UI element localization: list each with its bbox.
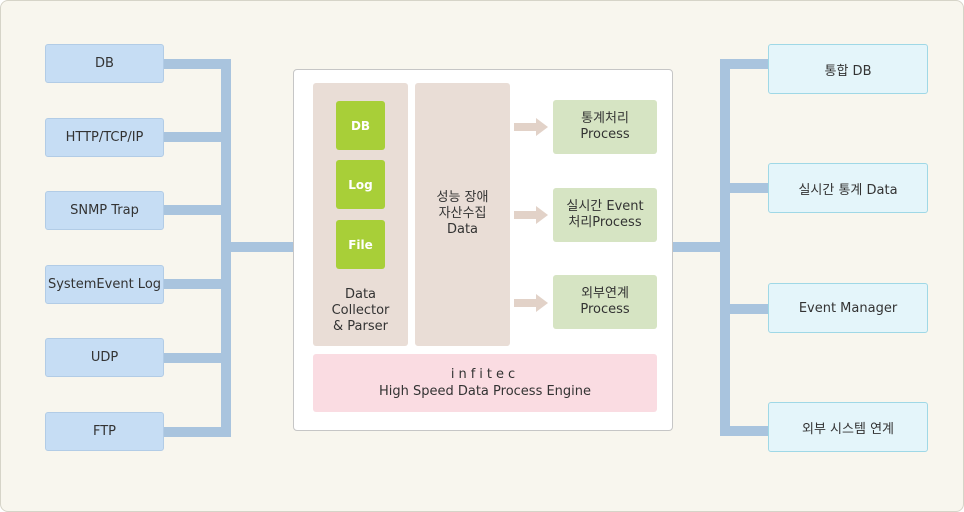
collector-item-log: Log [336, 160, 385, 209]
source-udp: UDP [45, 338, 164, 377]
left-connector-stub-snmp [164, 205, 231, 215]
source-ftp: FTP [45, 412, 164, 451]
left-connector-stub-udp [164, 353, 231, 363]
right-connector-from-engine [673, 242, 730, 252]
right-connector-trunk [720, 59, 730, 436]
middle-panel [415, 83, 510, 346]
process-statistics: 통계처리 Process [553, 100, 657, 154]
brand-label: infitec [450, 367, 520, 382]
left-connector-stub-http [164, 132, 231, 142]
collector-item-db: DB [336, 101, 385, 150]
collector-label: Data Collector & Parser [331, 287, 390, 334]
collector-item-file: File [336, 220, 385, 269]
source-systemevent-log: SystemEvent Log [45, 265, 164, 304]
right-connector-stub-db [720, 59, 768, 69]
left-connector-to-engine [231, 242, 293, 252]
left-connector-trunk [221, 59, 231, 437]
engine-banner: infitec High Speed Data Process Engine [313, 354, 657, 412]
process-realtime-event: 실시간 Event 처리Process [553, 188, 657, 242]
source-snmp-trap: SNMP Trap [45, 191, 164, 230]
left-connector-stub-db [164, 59, 231, 69]
engine-name: High Speed Data Process Engine [378, 384, 592, 399]
left-connector-stub-eventlog [164, 279, 231, 289]
arrow-icon [514, 206, 548, 224]
output-external-system: 외부 시스템 연계 [768, 402, 928, 452]
source-http-tcp-ip: HTTP/TCP/IP [45, 118, 164, 157]
right-connector-stub-event [720, 304, 768, 314]
output-event-manager: Event Manager [768, 283, 928, 333]
right-connector-stub-external [720, 426, 768, 436]
arrow-icon [514, 294, 548, 312]
process-external-link: 외부연계 Process [553, 275, 657, 329]
source-db: DB [45, 44, 164, 83]
left-connector-stub-ftp [164, 427, 231, 437]
arrow-icon [514, 118, 548, 136]
right-connector-stub-stats [720, 183, 768, 193]
middle-label: 성능 장애 자산수집 Data [436, 190, 489, 237]
output-realtime-stats: 실시간 통계 Data [768, 163, 928, 213]
output-integrated-db: 통합 DB [768, 44, 928, 94]
